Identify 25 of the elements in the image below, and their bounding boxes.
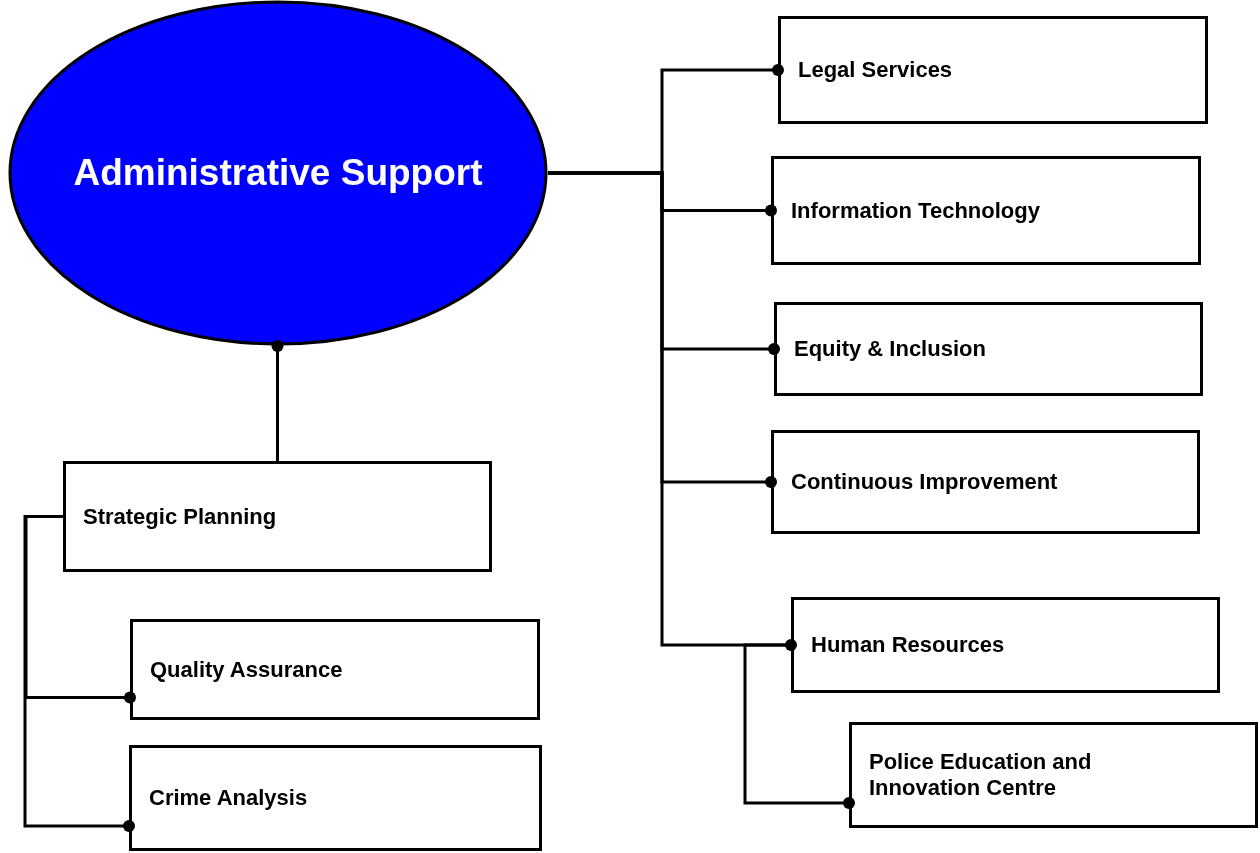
connector-line	[23, 515, 135, 832]
department-box	[774, 302, 1203, 396]
department-label: Legal Services	[798, 57, 953, 83]
department-box	[849, 722, 1258, 828]
department-label: Human Resources	[811, 632, 1005, 658]
department-label: Continuous Improvement	[791, 469, 1058, 495]
department-label: Strategic Planning	[83, 503, 277, 530]
department-box	[129, 745, 542, 851]
department-box	[771, 430, 1200, 534]
department-box	[791, 597, 1220, 693]
connector-line	[24, 515, 136, 704]
department-label: Administrative Support	[73, 152, 483, 194]
department-box	[771, 156, 1201, 265]
department-box	[778, 16, 1208, 124]
connector-line	[271, 340, 284, 461]
department-box	[63, 461, 492, 572]
department-box	[130, 619, 540, 720]
department-label: Quality Assurance	[150, 656, 343, 683]
department-ellipse	[8, 0, 548, 346]
department-label: Police Education and Innovation Centre	[869, 749, 1093, 801]
connector-line	[548, 171, 797, 651]
connector-line	[743, 643, 855, 809]
department-label: Crime Analysis	[149, 785, 308, 811]
department-label: Equity & Inclusion	[794, 336, 986, 362]
department-label: Information Technology	[791, 197, 1040, 224]
